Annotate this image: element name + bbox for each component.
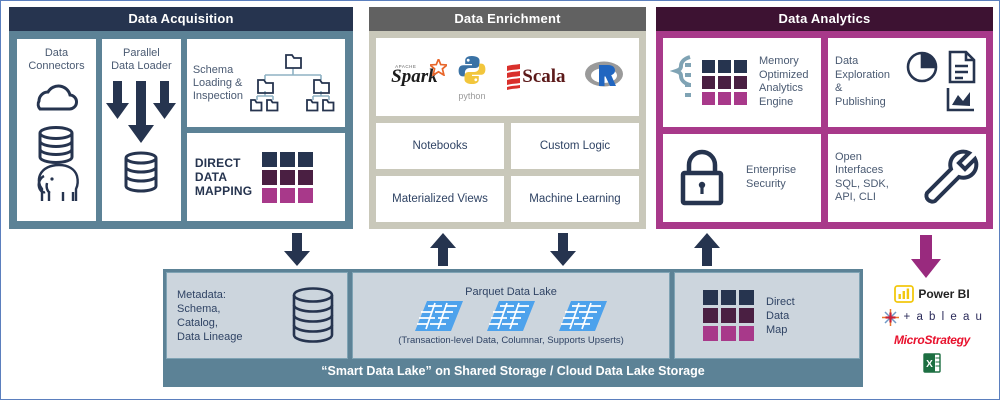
parquet-icon-row (413, 299, 609, 333)
lake-label-metadata: Metadata: Schema, Catalog, Data Lineage (177, 288, 243, 343)
card-data-connectors[interactable]: Data Connectors (17, 39, 96, 221)
panel-data-enrichment: Data Enrichment APACHE Spark (369, 7, 646, 229)
apache-spark-icon: APACHE Spark (391, 59, 447, 88)
spark-wordmark: Spark (391, 66, 438, 87)
tile-label-open-interfaces: Open Interfaces SQL, SDK, API, CLI (835, 150, 889, 204)
padlock-icon (680, 149, 724, 205)
tile-notebooks[interactable]: Notebooks (376, 123, 504, 169)
tableau-icon (881, 308, 899, 326)
excel-icon: X (923, 353, 941, 373)
panel-body-data-acquisition: Data Connectors (9, 31, 353, 229)
gear-icon (670, 55, 691, 98)
bi-tool-excel[interactable]: X (923, 353, 941, 373)
panel-body-data-analytics: Memory Optimized Analytics Engine Data E… (656, 31, 993, 229)
folder-tree-icon (250, 54, 335, 112)
bi-tool-tableau[interactable]: + a b l e a u (881, 307, 984, 327)
bi-label-microstrategy: MicroStrategy (893, 333, 971, 347)
chip-grid-icon (702, 59, 747, 105)
chip-grid-icon (703, 290, 754, 341)
data-connectors-icons (37, 84, 80, 201)
python-wordmark: python (458, 90, 486, 101)
panel-header-data-enrichment: Data Enrichment (454, 11, 561, 26)
parquet-tile-icon (559, 300, 607, 331)
tile-memory-optimized-analytics-engine[interactable]: Memory Optimized Analytics Engine (663, 38, 821, 127)
scala-wordmark: Scala (522, 66, 566, 87)
bi-tool-power-bi[interactable]: Power BI (894, 284, 970, 304)
database-icon (124, 151, 158, 193)
card-label-schema: Schema Loading & Inspection (192, 63, 243, 102)
chip-grid-icon (262, 151, 314, 203)
hadoop-elephant-icon (38, 163, 80, 201)
parquet-tile-icon (487, 300, 535, 331)
svg-text:X: X (926, 359, 933, 370)
card-title-data-connectors: Data Connectors (28, 47, 85, 72)
bi-label-power-bi: Power BI (918, 287, 970, 301)
database-icon (38, 126, 74, 164)
parquet-title: Parquet Data Lake (465, 285, 557, 298)
tile-label-data-exploration-publishing: Data Exploration & Publishing (835, 55, 891, 108)
tile-open-interfaces[interactable]: Open Interfaces SQL, SDK, API, CLI (828, 133, 986, 222)
panel-header-data-analytics: Data Analytics (778, 11, 871, 26)
tile-label-memory-optimized-analytics-engine: Memory Optimized Analytics Engine (759, 55, 809, 108)
card-parallel-data-loader[interactable]: Parallel Data Loader (101, 39, 181, 221)
python-icon: python (456, 54, 488, 101)
bi-tool-microstrategy[interactable]: MicroStrategy (894, 330, 970, 350)
tile-machine-learning[interactable]: Machine Learning (511, 176, 639, 222)
enrichment-tile-row: Materialized Views Machine Learning (376, 176, 639, 222)
tile-data-exploration-publishing[interactable]: Data Exploration & Publishing (828, 38, 986, 127)
smart-data-lake-container: Metadata: Schema, Catalog, Data Lineage (163, 269, 863, 387)
bi-tools-list: Power BI + a b l e a u MicroStrategy (873, 284, 991, 373)
card-title-parallel-data-loader: Parallel Data Loader (111, 47, 172, 72)
parallel-data-loader-icons (106, 81, 177, 193)
parquet-note: (Transaction-level Data, Columnar, Suppo… (398, 334, 624, 346)
arrow-enrichment-to-lake (550, 233, 576, 266)
panel-data-acquisition: Data Acquisition Data Connectors (9, 7, 353, 229)
card-direct-data-mapping[interactable]: DIRECT DATA MAPPING (186, 133, 345, 221)
lake-cell-parquet[interactable]: Parquet Data Lake (352, 272, 670, 359)
down-arrow-icon (106, 81, 130, 119)
arrow-acquisition-to-lake (284, 233, 310, 266)
lake-footer-bar: “Smart Data Lake” on Shared Storage / Cl… (166, 359, 860, 384)
parquet-tile-icon (415, 300, 463, 331)
r-language-icon (584, 59, 624, 96)
card-label-direct-data-mapping: DIRECT DATA MAPPING (194, 156, 253, 198)
tile-custom-logic[interactable]: Custom Logic (511, 123, 639, 169)
tile-label-enterprise-security: Enterprise Security (746, 164, 797, 190)
card-schema-loading-inspection[interactable]: Schema Loading & Inspection (186, 39, 345, 127)
pie-chart-document-icon (906, 50, 976, 112)
down-arrow-icon (128, 81, 155, 143)
tile-materialized-views[interactable]: Materialized Views (376, 176, 504, 222)
arrow-lake-to-enrichment (430, 233, 456, 266)
power-bi-icon (894, 285, 915, 303)
bi-label-tableau: + a b l e a u (903, 311, 984, 323)
lake-label-direct-data-map: Direct Data Map (766, 295, 795, 336)
scala-icon: Scala (506, 64, 566, 90)
tile-enterprise-security[interactable]: Enterprise Security (663, 133, 821, 222)
card-languages[interactable]: APACHE Spark python (376, 38, 639, 116)
panel-data-analytics: Data Analytics Memory Opt (656, 7, 993, 229)
panel-header-data-acquisition: Data Acquisition (128, 11, 234, 26)
spark-superscript: APACHE (395, 64, 417, 69)
panel-body-data-enrichment: APACHE Spark python (369, 31, 646, 229)
arrow-lake-to-analytics (694, 233, 720, 266)
lake-cell-metadata[interactable]: Metadata: Schema, Catalog, Data Lineage (166, 272, 348, 359)
lake-cell-direct-data-map[interactable]: Direct Data Map (674, 272, 860, 359)
database-icon (292, 286, 334, 343)
acquisition-right-column: Schema Loading & Inspection (186, 39, 345, 221)
arrow-analytics-to-bi-tools (911, 235, 941, 278)
cloud-icon (37, 84, 79, 111)
enrichment-tile-row: Notebooks Custom Logic (376, 123, 639, 169)
down-arrow-icon (153, 81, 177, 119)
wrench-icon (924, 149, 979, 204)
